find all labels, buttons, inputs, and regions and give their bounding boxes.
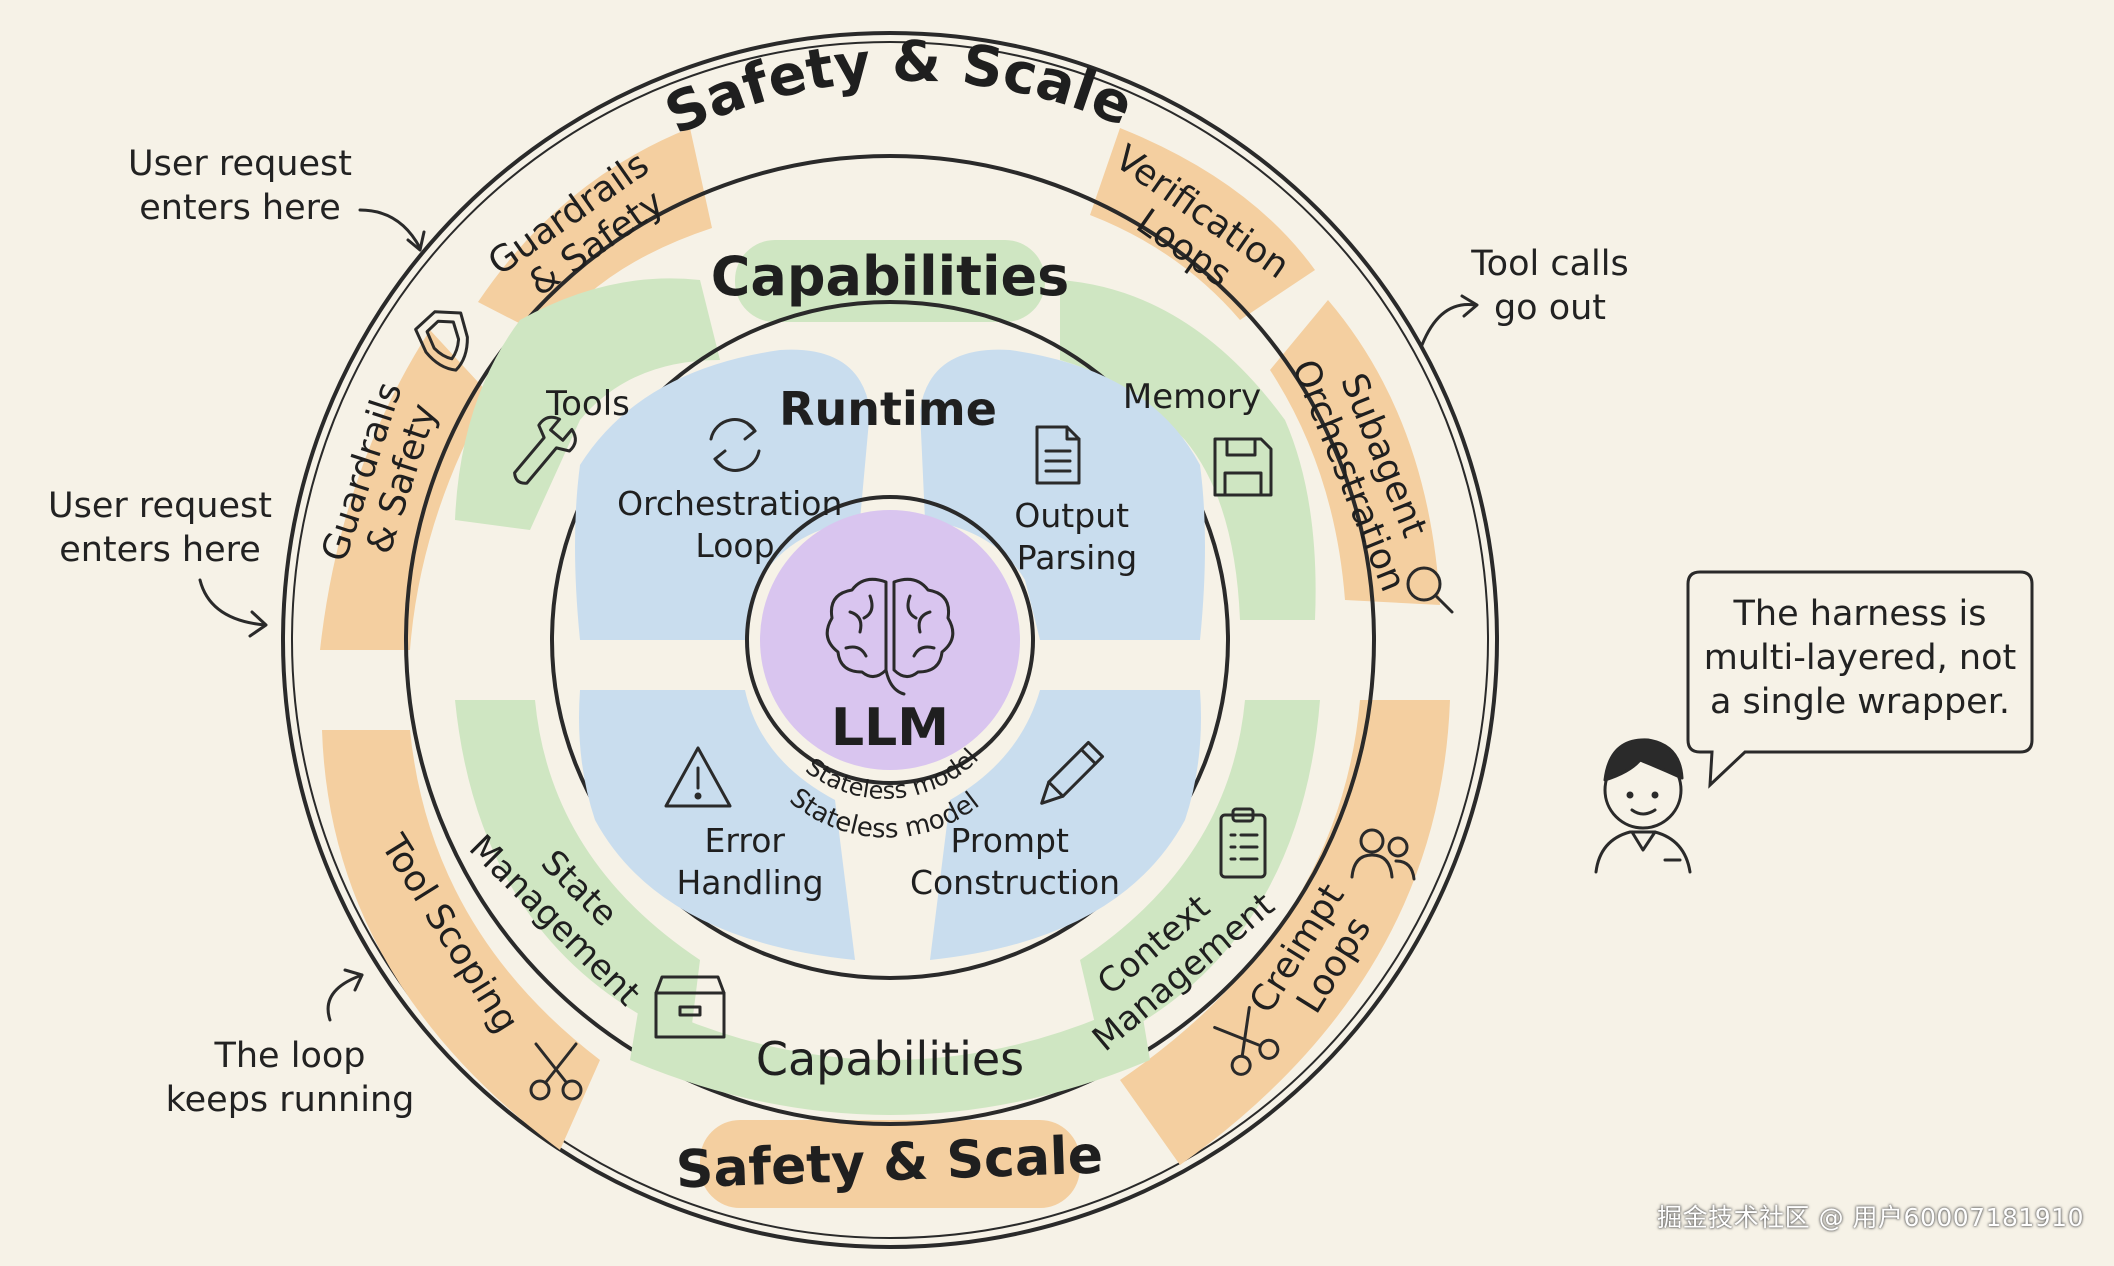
segment-guardrails-left — [320, 330, 490, 650]
capabilities-ring-border — [404, 154, 1376, 1126]
annotation-line: enters here — [139, 188, 341, 228]
capabilities-title-top: Capabilities — [711, 245, 1069, 308]
floppy-disk-icon — [1213, 437, 1273, 497]
watermark: 掘金技术社区 @ 用户60007181910 — [1657, 1203, 2084, 1232]
arrow-loop — [326, 973, 364, 1022]
arrowhead-user-request-2 — [248, 610, 268, 638]
annotation-loop: The loop keeps running — [150, 1034, 430, 1122]
wrench-icon — [513, 415, 577, 485]
llm-core — [745, 495, 1035, 785]
scissors-icon — [529, 1042, 583, 1101]
annotation-line: User request — [48, 486, 272, 526]
outer-title-bottom: Safety & Scale — [675, 1126, 1104, 1201]
capabilities-title-bottom: Capabilities — [756, 1032, 1024, 1086]
pencil-icon — [1040, 740, 1105, 805]
annotation-line: keeps running — [165, 1080, 415, 1120]
refresh-icon — [709, 418, 761, 472]
bubble-line: a single wrapper. — [1709, 682, 2011, 722]
person-icon — [1594, 738, 1692, 874]
bubble-text: The harness is multi-layered, not a sing… — [1692, 592, 2028, 724]
segment-error — [579, 690, 855, 960]
warning-icon — [664, 746, 732, 808]
segment-verification — [1090, 128, 1315, 320]
outer-ring — [281, 31, 1499, 1249]
arrow-user-request-2 — [198, 578, 267, 627]
segment-tool-scoping — [322, 730, 600, 1150]
annotation-line: Tool calls — [1471, 244, 1629, 284]
capabilities-top-pill — [735, 240, 1045, 322]
annotation-line: User request — [128, 144, 352, 184]
magnifier-icon — [1406, 566, 1454, 614]
annotation-line: go out — [1493, 288, 1607, 328]
label-prompt: Prompt Construction — [910, 821, 1120, 902]
runtime-title: Runtime — [779, 382, 997, 436]
annotation-line: The loop — [214, 1036, 366, 1076]
llm-core-border — [745, 495, 1035, 785]
runtime-ring — [550, 300, 1230, 980]
arrow-user-request-1 — [358, 208, 422, 250]
llm-label: LLM — [831, 698, 949, 758]
segment-output — [920, 349, 1205, 640]
safety-scale-bottom-pill — [700, 1120, 1080, 1208]
segment-creimpt — [1120, 700, 1450, 1165]
clipboard-icon — [1219, 807, 1267, 879]
arrowhead-loop — [343, 968, 364, 992]
segment-subagent — [1270, 300, 1440, 605]
speech-bubble — [1686, 570, 2034, 789]
arrowhead-tool-calls — [1460, 294, 1479, 318]
outer-ring-border — [281, 31, 1499, 1249]
arrow-tool-calls — [1420, 303, 1477, 347]
segment-guardrails-top — [478, 128, 712, 338]
capabilities-bottom-band — [630, 1000, 1150, 1115]
annotation-user-request-2: User request enters here — [30, 484, 290, 572]
brain-icon — [825, 577, 955, 696]
scissors-icon — [1213, 1005, 1280, 1076]
label-output: Output Parsing — [1014, 496, 1139, 577]
outer-ring-border-inner — [291, 41, 1489, 1239]
segment-state — [455, 700, 700, 1040]
arrowhead-user-request-1 — [406, 230, 426, 252]
annotation-user-request-1: User request enters here — [105, 142, 375, 230]
llm-core-fill — [760, 510, 1020, 770]
annotation-arrows — [198, 208, 1479, 1022]
label-memory: Memory — [1123, 377, 1261, 417]
segment-memory — [1060, 280, 1316, 620]
bubble-line: multi-layered, not — [1703, 638, 2017, 678]
annotation-line: enters here — [59, 530, 261, 570]
annotation-tool-calls: Tool calls go out — [1450, 242, 1650, 330]
file-drawer-icon — [654, 975, 726, 1039]
runtime-ring-border — [550, 300, 1230, 980]
label-error: Error Handling — [676, 821, 823, 902]
segment-context — [1080, 700, 1320, 1045]
segment-prompt — [930, 690, 1201, 960]
segment-orchestration — [575, 349, 870, 640]
runtime-labels: Orchestration Loop Output Parsing Error … — [617, 484, 1139, 902]
label-tools: Tools — [545, 384, 630, 424]
shield-icon — [414, 310, 469, 372]
outer-title-top: Safety & Scale — [656, 30, 1142, 148]
document-icon — [1035, 425, 1081, 485]
label-orchestration: Orchestration Loop — [617, 484, 853, 565]
users-icon — [1350, 828, 1416, 881]
bubble-line: The harness is — [1733, 594, 1987, 634]
